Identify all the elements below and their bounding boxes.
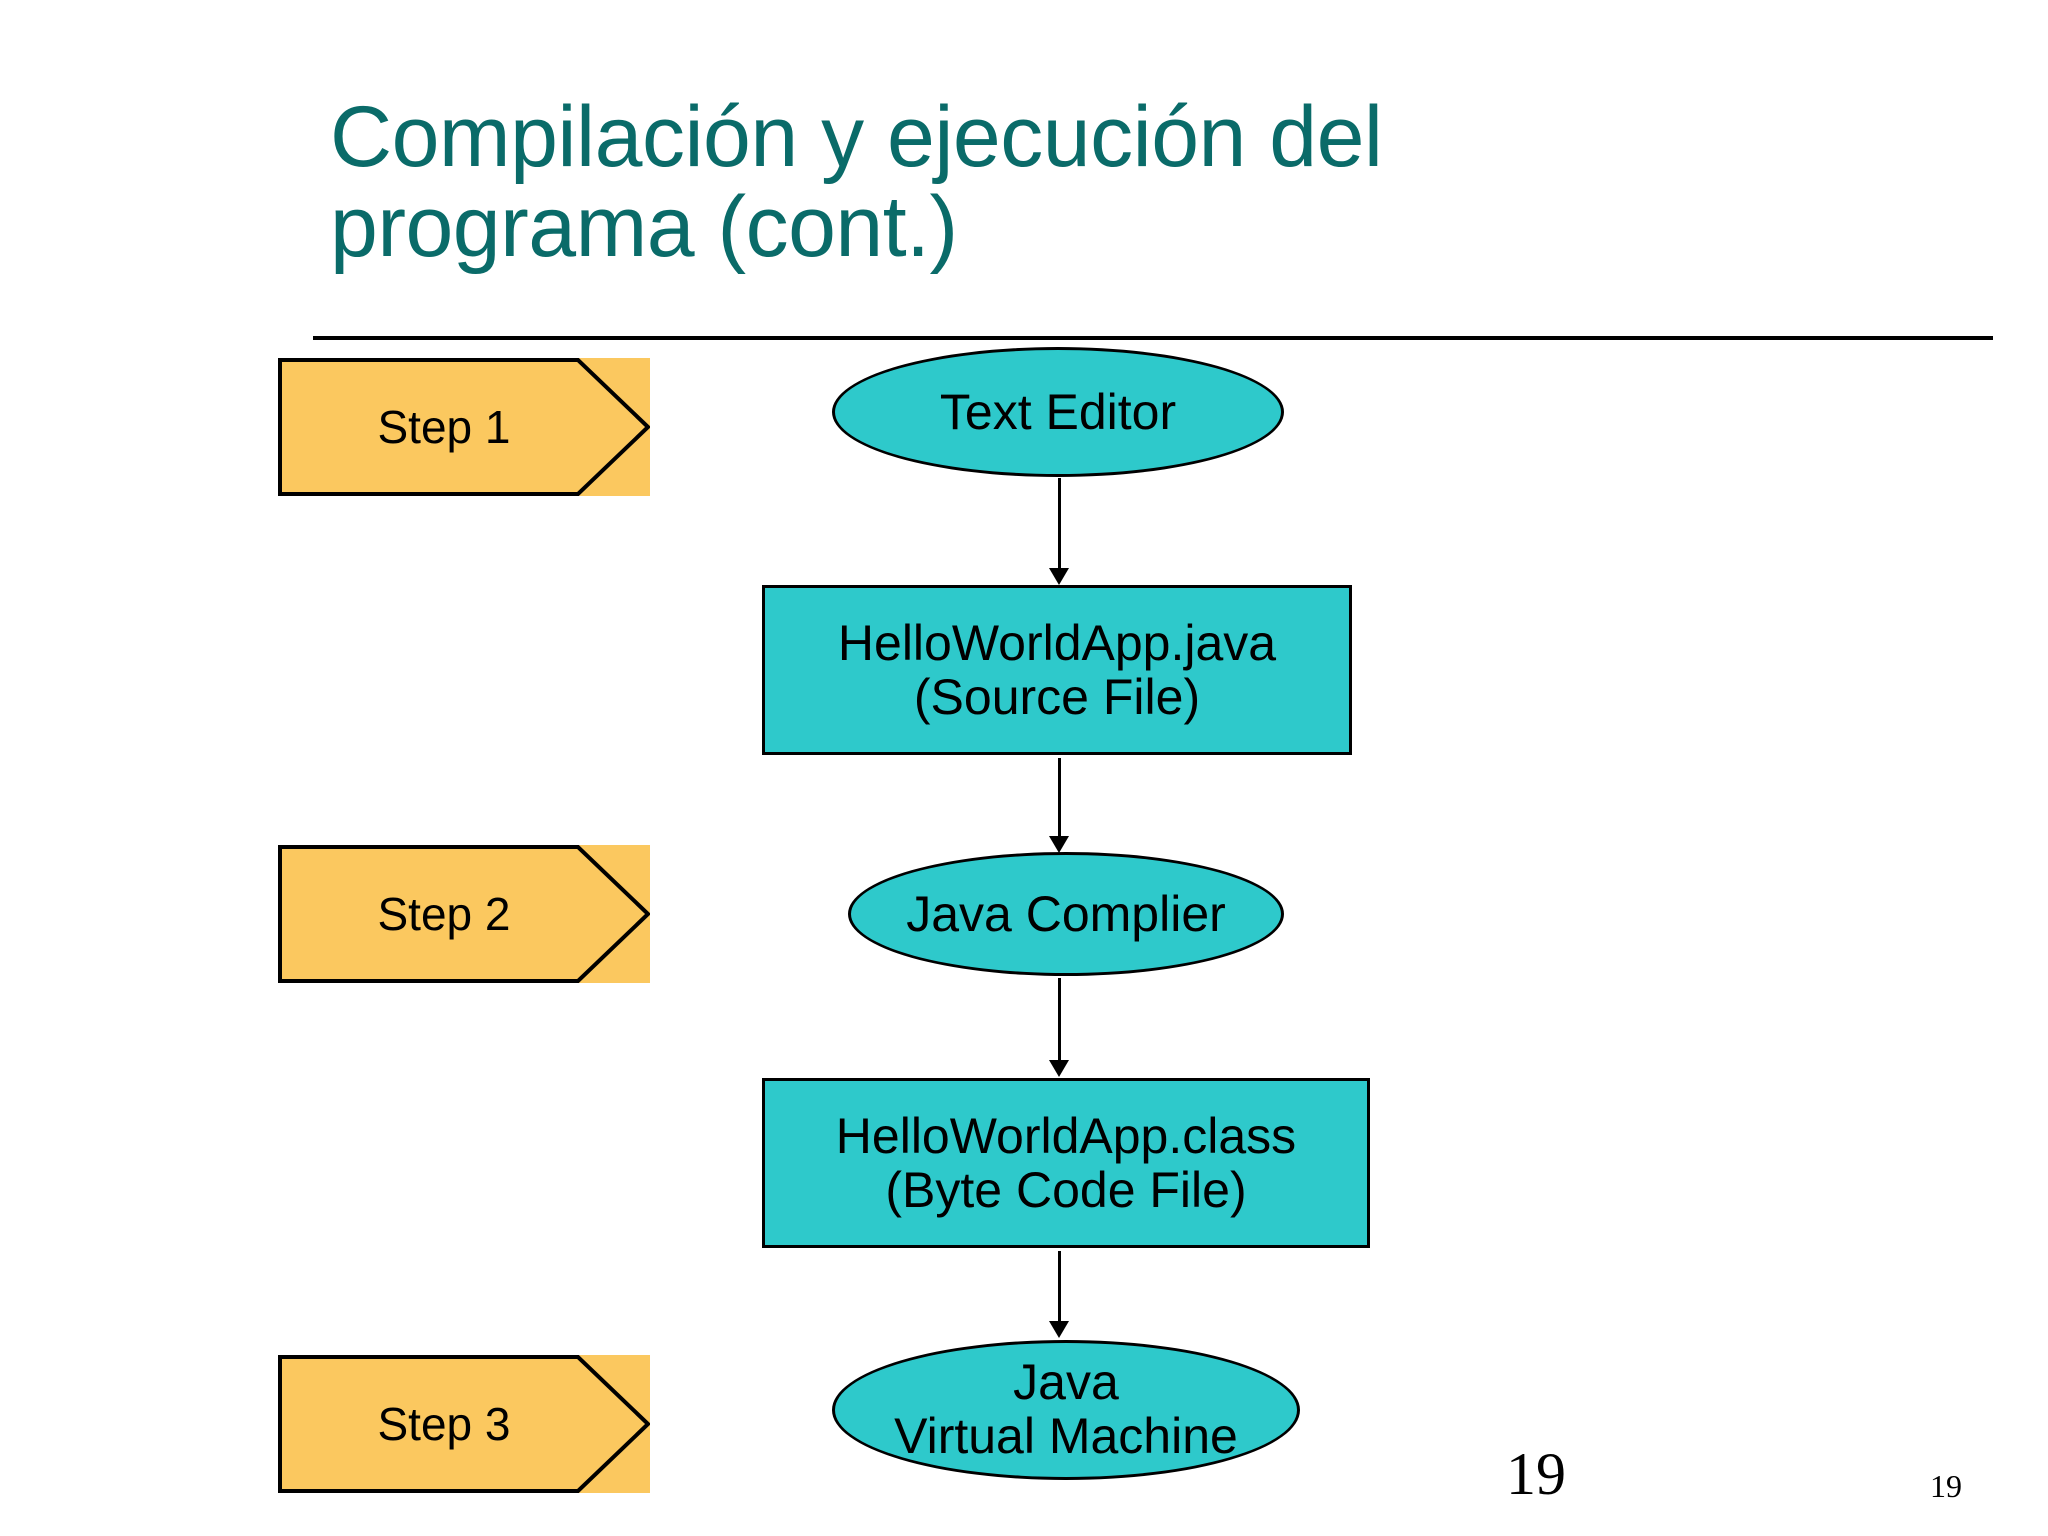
slide-number-large: 19	[1506, 1441, 1566, 1507]
flow-node-class-file: HelloWorldApp.class (Byte Code File)	[762, 1078, 1370, 1248]
step-marker-2: Step 2	[278, 845, 650, 983]
step-marker-1: Step 1	[278, 358, 650, 496]
pentagon-arrow-icon	[278, 358, 650, 496]
flow-node-text-editor: Text Editor	[832, 347, 1284, 477]
flow-node-java-virtual-machine: Java Virtual Machine	[832, 1340, 1300, 1480]
flow-node-jvm-label: Java Virtual Machine	[894, 1354, 1238, 1464]
slide-number-small: 19	[1930, 1468, 1962, 1504]
pentagon-arrow-icon	[278, 845, 650, 983]
step-marker-3: Step 3	[278, 1355, 650, 1493]
step-label-1: Step 1	[377, 401, 511, 453]
step-label-3: Step 3	[377, 1398, 511, 1450]
step-label-2: Step 2	[377, 888, 511, 940]
flow-node-java-compiler: Java Complier	[848, 852, 1284, 976]
pentagon-arrow-icon	[278, 1355, 650, 1493]
title-divider-line	[313, 336, 1993, 340]
flow-node-source-file: HelloWorldApp.java (Source File)	[762, 585, 1352, 755]
page-title: Compilación y ejecución del programa (co…	[330, 89, 1383, 276]
